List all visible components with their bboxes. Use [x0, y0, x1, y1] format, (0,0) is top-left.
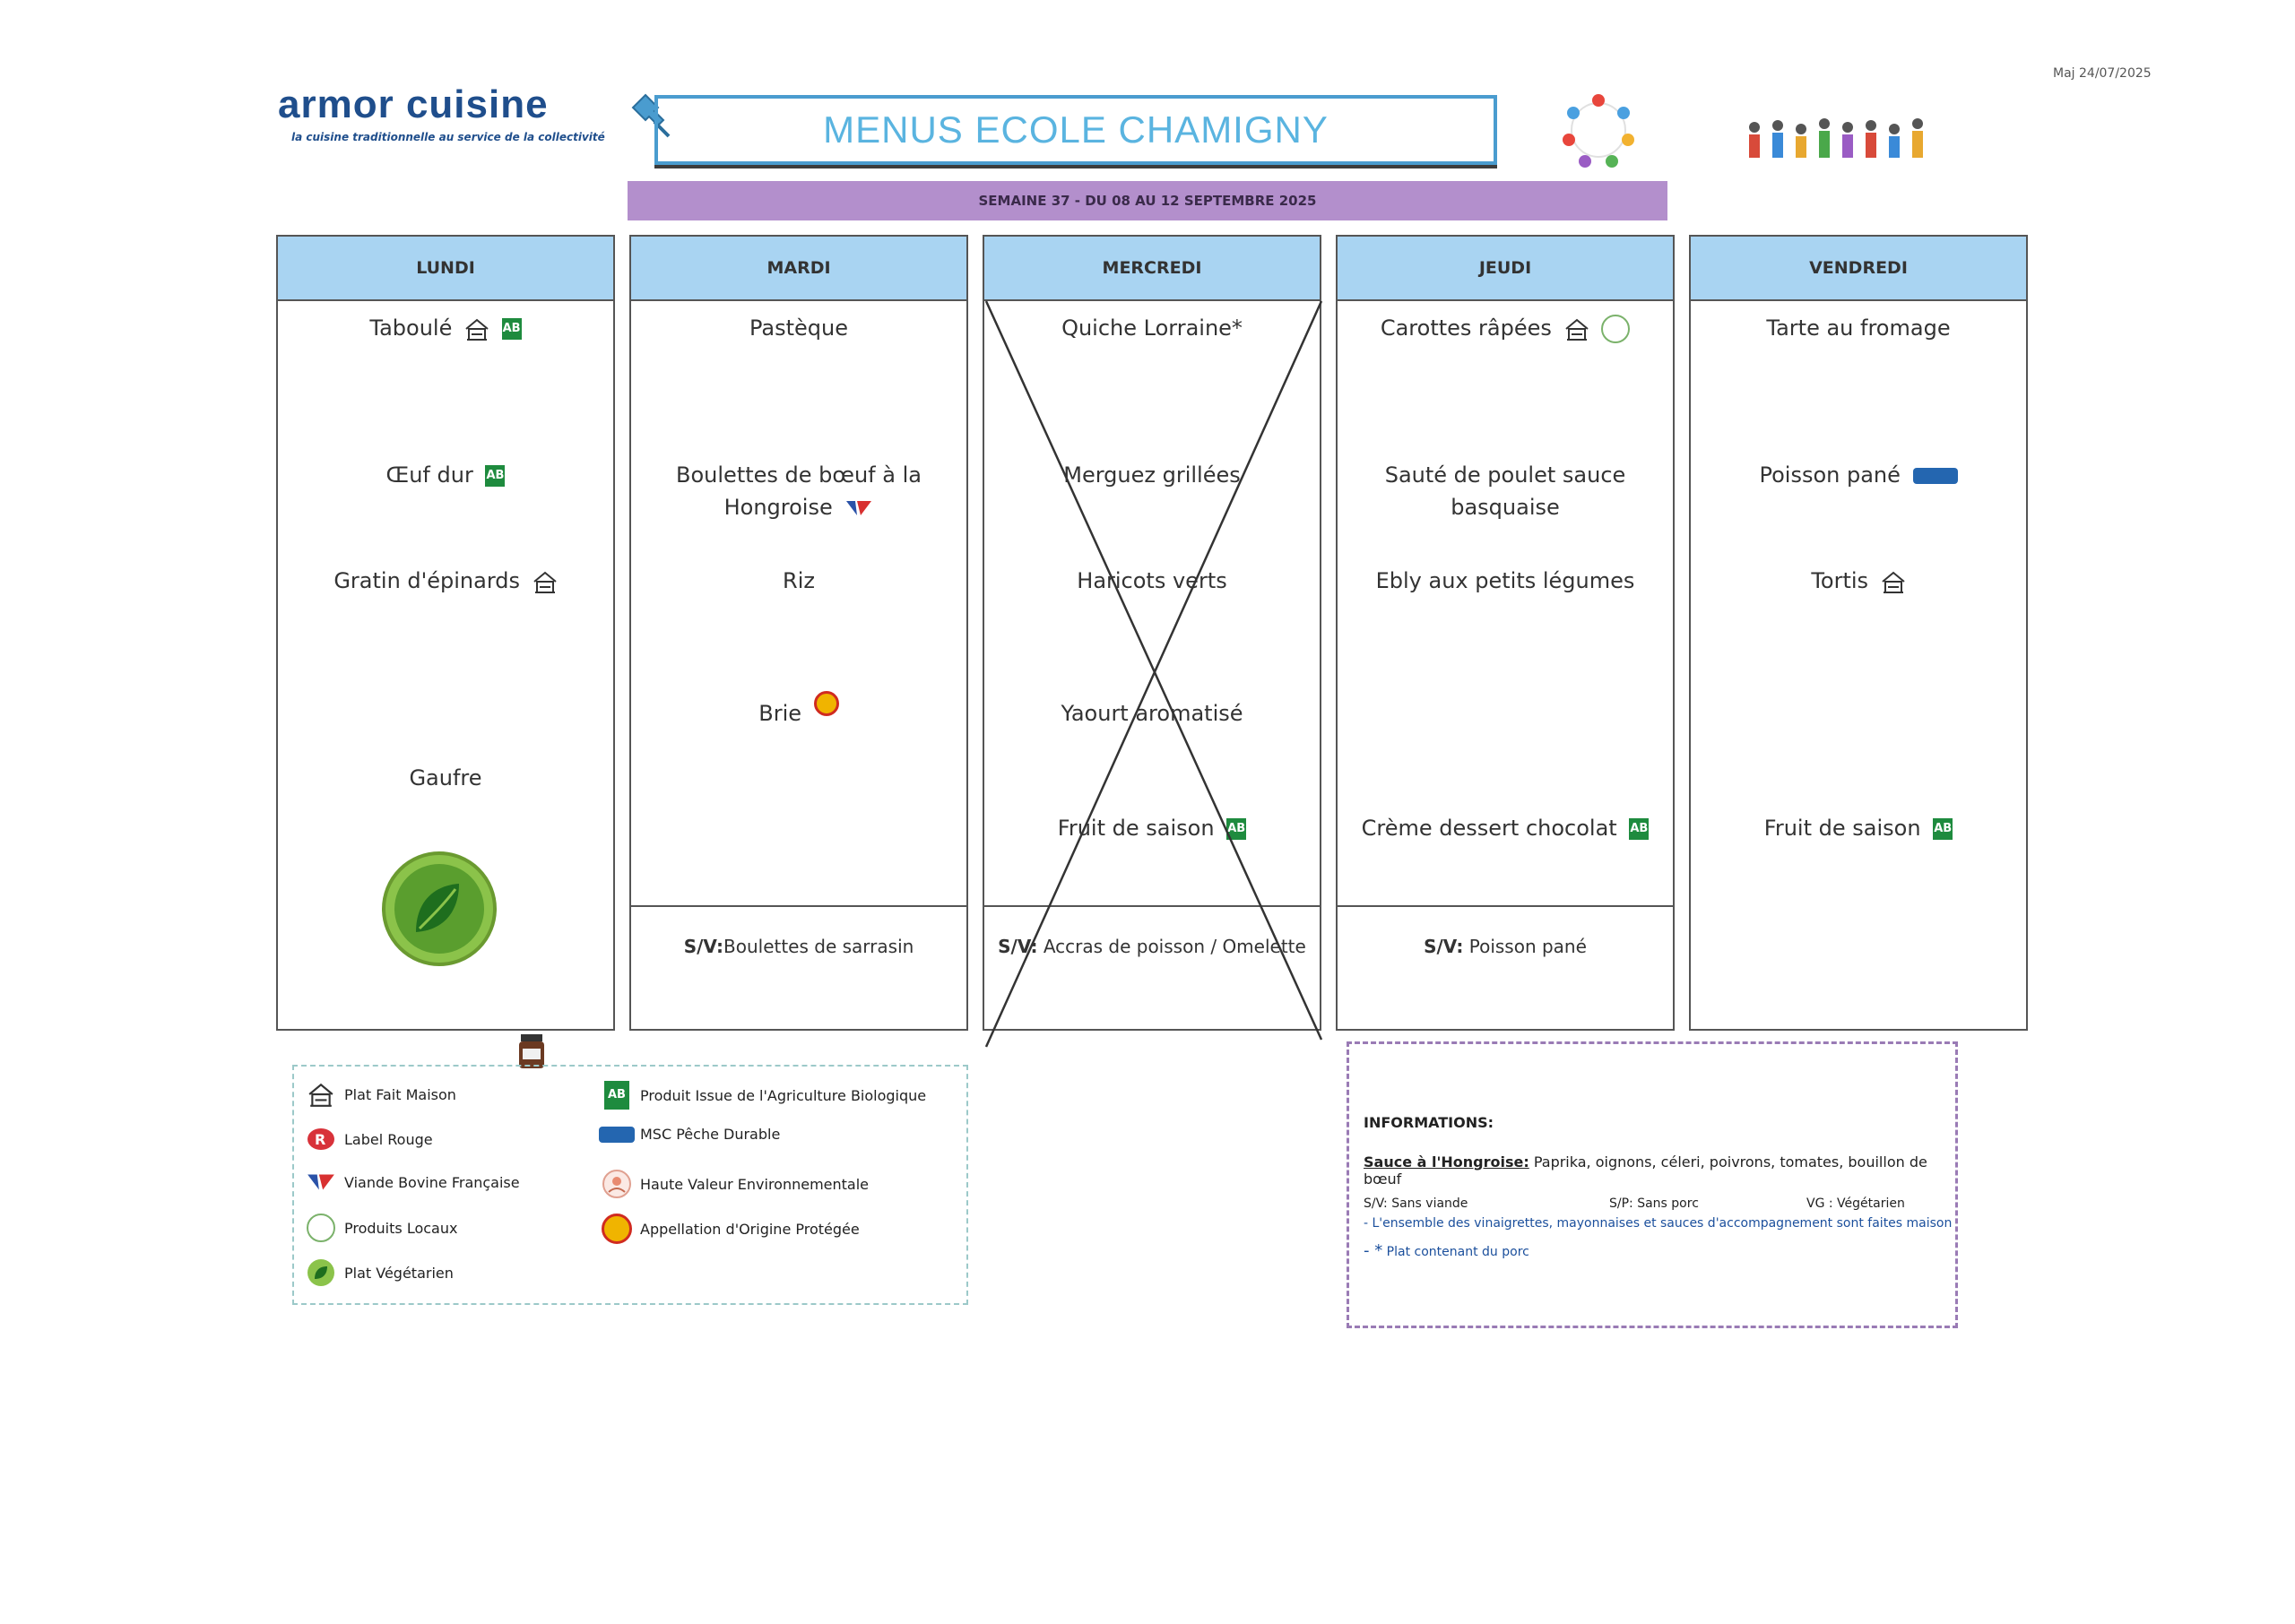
- local-products-icon: [1601, 315, 1631, 343]
- legend-item: AB Produit Issue de l'Agriculture Biolog…: [599, 1081, 926, 1110]
- msc-icon: [1912, 468, 1958, 484]
- jar-icon: [519, 1034, 544, 1068]
- day-column-mardi: MARDI Pastèque Boulettes de bœuf à la Ho…: [629, 235, 968, 1031]
- bio-icon: AB: [1933, 818, 1953, 840]
- abbreviation-sv: S/V: Sans viande: [1364, 1196, 1468, 1211]
- sauce-description: Sauce à l'Hongroise: Paprika, oignons, c…: [1364, 1153, 1927, 1188]
- day-column-jeudi: JEUDI Carottes râpées Sauté de poulet sa…: [1336, 235, 1675, 1031]
- legend-item: Haute Valeur Environnementale: [599, 1169, 869, 1199]
- day-header: JEUDI: [1338, 237, 1673, 301]
- menu-item: Fruit de saison AB: [1763, 816, 1953, 841]
- divider: [1338, 905, 1673, 907]
- legend-item: MSC Pêche Durable: [599, 1126, 780, 1143]
- menu-item: Riz: [783, 568, 815, 593]
- french-beef-icon: [307, 1174, 334, 1190]
- bio-icon: AB: [604, 1081, 629, 1110]
- alternative-menu: S/V: Poisson pané: [1424, 936, 1587, 957]
- vegetarian-icon: [307, 1259, 334, 1286]
- update-date: Maj 24/07/2025: [2053, 66, 2152, 81]
- day-header: MERCREDI: [984, 237, 1320, 301]
- msc-icon: [599, 1126, 635, 1143]
- legend-item: Appellation d'Origine Protégée: [599, 1214, 860, 1244]
- menu-item: Boulettes de bœuf à la Hongroise: [676, 462, 922, 520]
- kids-row-illustration-icon: [1749, 118, 1923, 158]
- logo-tagline: la cuisine traditionnelle au service de …: [291, 131, 605, 143]
- page-title: MENUS ECOLE CHAMIGNY: [823, 108, 1329, 151]
- information-box: INFORMATIONS: Sauce à l'Hongroise: Papri…: [1347, 1041, 1958, 1328]
- info-title: INFORMATIONS:: [1364, 1114, 1494, 1131]
- bio-icon: AB: [485, 465, 506, 487]
- abbreviation-vg: VG : Végétarien: [1806, 1196, 1905, 1211]
- day-header: MARDI: [631, 237, 966, 301]
- day-column-vendredi: VENDREDI Tarte au fromage Poisson pané T…: [1689, 235, 2028, 1031]
- bio-icon: AB: [1226, 818, 1247, 840]
- week-banner: SEMAINE 37 - DU 08 AU 12 SEPTEMBRE 2025: [628, 181, 1667, 220]
- svg-text:R: R: [315, 1131, 325, 1148]
- legend-item: Plat Fait Maison: [303, 1081, 456, 1108]
- logo-name: armor cuisine: [278, 82, 549, 126]
- day-column-lundi: LUNDI Taboulé AB Œuf dur AB Gratin d'épi…: [276, 235, 615, 1031]
- cancelled-cross: [984, 300, 1323, 1048]
- legend-item: Plat Végétarien: [303, 1258, 454, 1287]
- kids-circle-illustration-icon: [1563, 94, 1634, 168]
- menu-item: Gaufre: [409, 765, 482, 790]
- house-icon: [1564, 318, 1589, 341]
- menu-item: Quiche Lorraine*: [1061, 315, 1243, 341]
- menu-item: Œuf dur AB: [385, 462, 506, 488]
- vegetarian-icon: [382, 851, 497, 966]
- menu-item: Haricots verts: [1077, 568, 1227, 593]
- legend-item: Viande Bovine Française: [303, 1170, 520, 1194]
- menu-item: Pastèque: [749, 315, 848, 341]
- info-note-pork: - * Plat contenant du porc: [1364, 1241, 1529, 1260]
- house-icon: [465, 318, 489, 341]
- info-note-sauces: - L'ensemble des vinaigrettes, mayonnais…: [1364, 1216, 1953, 1231]
- day-header: LUNDI: [278, 237, 613, 301]
- title-box: MENUS ECOLE CHAMIGNY: [654, 95, 1497, 165]
- menu-item: Gratin d'épinards: [278, 565, 613, 597]
- hve-icon: [602, 1170, 631, 1198]
- menu-item: Tarte au fromage: [1766, 315, 1951, 341]
- menu-item: Carottes râpées: [1338, 312, 1673, 344]
- menu-item: Sauté de poulet sauce basquaise: [1384, 462, 1626, 520]
- house-icon: [1882, 571, 1905, 593]
- legend-item: R Label Rouge: [303, 1126, 433, 1153]
- day-header: VENDREDI: [1691, 237, 2026, 301]
- legend-item: Produits Locaux: [303, 1214, 457, 1242]
- day-column-mercredi: MERCREDI Quiche Lorraine* Merguez grillé…: [983, 235, 1323, 1048]
- menu-item: Crème dessert chocolat AB: [1361, 816, 1650, 841]
- abbreviation-sp: S/P: Sans porc: [1609, 1196, 1699, 1211]
- alternative-menu: S/V:Boulettes de sarrasin: [683, 936, 914, 957]
- menu-item: Brie: [631, 691, 966, 730]
- divider: [631, 905, 966, 907]
- legend-box: Plat Fait Maison R Label Rouge Viande Bo…: [292, 1065, 968, 1305]
- bio-icon: AB: [501, 318, 522, 340]
- menu-item: Tortis: [1691, 565, 2026, 597]
- menu-item: Ebly aux petits légumes: [1375, 568, 1635, 593]
- aop-icon: [813, 691, 839, 716]
- house-icon: [533, 571, 557, 593]
- label-rouge-icon: R: [307, 1128, 334, 1150]
- house-icon: [308, 1083, 333, 1107]
- divider: [984, 905, 1320, 907]
- menu-item: Poisson pané: [1691, 459, 2026, 491]
- french-beef-icon: [846, 501, 872, 515]
- bio-icon: AB: [1629, 818, 1650, 840]
- menu-item: Merguez grillées: [1063, 462, 1241, 488]
- aop-icon: [602, 1214, 632, 1244]
- menu-item: Yaourt aromatisé: [1061, 701, 1243, 726]
- menu-item: Taboulé AB: [369, 315, 522, 341]
- local-products-icon: [307, 1214, 335, 1242]
